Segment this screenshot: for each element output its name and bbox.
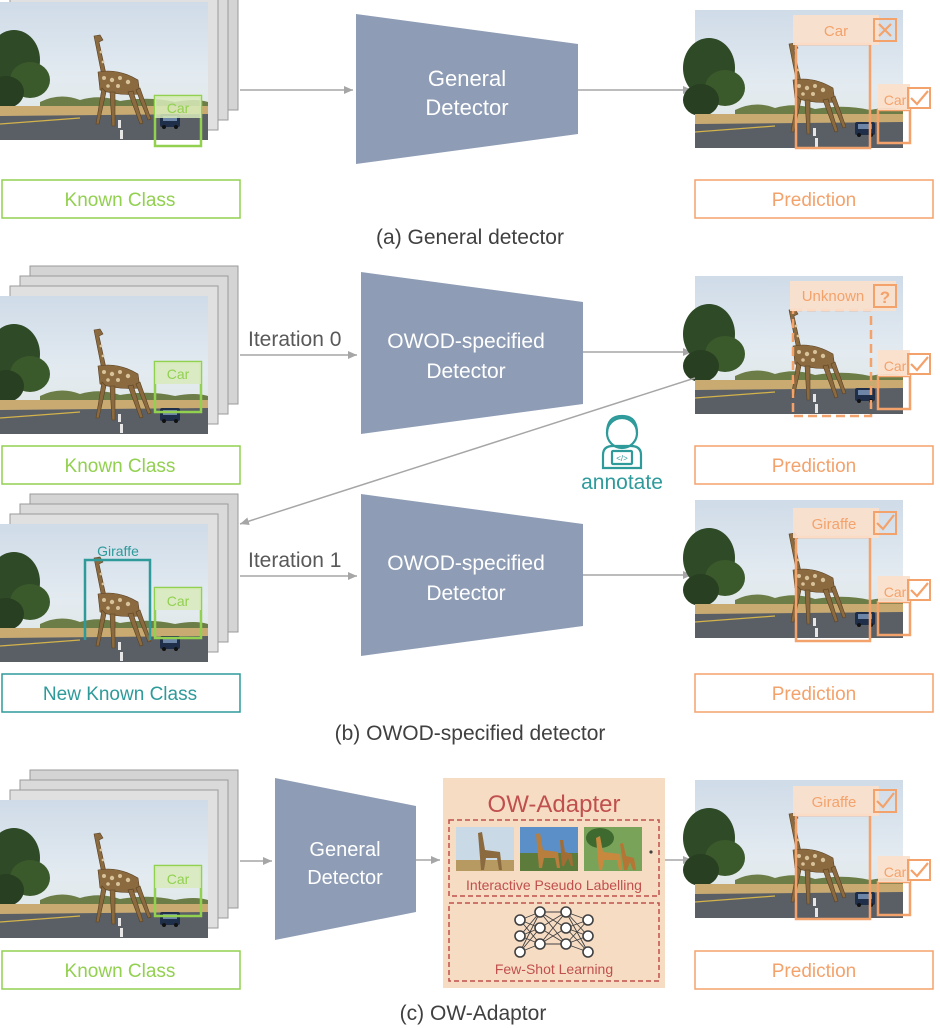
iteration-1-label: Iteration 1 (248, 549, 341, 572)
new-known-class-label: New Known Class (43, 684, 197, 705)
cross-icon (873, 18, 897, 42)
annotator-person-icon: </> (601, 414, 643, 470)
svg-text:</>: </> (616, 454, 628, 463)
pred1-box-label-1: Giraffe (812, 516, 857, 533)
input-image-stack-iter1 (0, 494, 238, 662)
detector-c-label-line2: Detector (307, 867, 383, 889)
prediction-box-c (694, 950, 934, 990)
check-icon (907, 87, 931, 109)
owod-detector-iter0 (361, 272, 583, 434)
pseudo-label-thumbnail-3 (584, 827, 642, 871)
caption-b: (b) OWOD-specified detector (335, 722, 606, 745)
annotation-feedback-arrow (239, 377, 696, 526)
prediction-box-iter0 (694, 445, 934, 485)
car-box-label-c: Car (167, 871, 190, 887)
panel-a: Car Known Class General Detector Car Car… (0, 0, 934, 249)
known-class-label: Known Class (65, 190, 176, 211)
owod-detector1-label-line1: OWOD-specified (387, 552, 545, 575)
input-image-stack-iter0 (0, 266, 238, 434)
pred-box-label-2: Car (884, 92, 907, 108)
detector-label-line2: Detector (425, 95, 508, 120)
owod-detector-label-line1: OWOD-specified (387, 330, 545, 353)
pred-box-label-1: Car (824, 23, 848, 40)
car-box-label-iter0: Car (167, 366, 190, 382)
car-box-label-iter1: Car (167, 593, 190, 609)
prediction-box (694, 179, 934, 219)
owod-detector1-label-line2: Detector (426, 582, 505, 605)
check-icon (907, 859, 931, 881)
pred0-box-label-1: Unknown (802, 288, 865, 305)
check-icon (873, 789, 897, 813)
prediction-label-iter1: Prediction (772, 684, 857, 705)
ow-adapter-panel (443, 778, 665, 988)
prediction-label-iter0: Prediction (772, 456, 857, 477)
svg-text:?: ? (880, 288, 890, 307)
pred0-box-label-2: Car (884, 358, 907, 374)
pseudo-labelling-box (448, 819, 660, 897)
known-class-label-c: Known Class (65, 961, 176, 982)
check-icon (907, 579, 931, 601)
known-class-box (1, 179, 241, 219)
ow-adapter-title: OW-Adapter (488, 791, 621, 818)
pseudo-label-thumbnail-1 (456, 827, 514, 871)
giraffe-new-known-box (83, 558, 152, 640)
prediction-label-c: Prediction (772, 961, 857, 982)
detector-c-label-line1: General (309, 839, 380, 861)
check-icon (907, 353, 931, 375)
unknown-pred-box (791, 308, 873, 418)
input-image-stack (0, 0, 238, 140)
neural-network-icon (514, 906, 594, 958)
iteration-0-label: Iteration 0 (248, 328, 341, 351)
panel-b: Car Known Class Iteration 0 OWOD-specifi… (0, 266, 934, 745)
caption-c: (c) OW-Adaptor (400, 1002, 547, 1025)
owod-detector-label-line2: Detector (426, 360, 505, 383)
new-known-class-box (1, 673, 241, 713)
car-box-label: Car (167, 100, 190, 116)
pseudo-labelling-label: Interactive Pseudo Labelling (466, 877, 642, 893)
giraffe-box-label: Giraffe (97, 543, 139, 559)
known-class-box-c (1, 950, 241, 990)
prediction-box-iter1 (694, 673, 934, 713)
owod-detector-iter1 (361, 494, 583, 656)
general-detector-c (275, 778, 416, 940)
known-class-box-iter0 (1, 445, 241, 485)
detector-label-line1: General (428, 66, 506, 91)
prediction-label: Prediction (772, 190, 857, 211)
panel-c: Car Known Class General Detector OW-Adap… (0, 770, 934, 1025)
few-shot-learning-label: Few-Shot Learning (495, 961, 613, 977)
pred-c-box-label-2: Car (884, 864, 907, 880)
input-image-stack-c (0, 770, 238, 938)
question-icon: ? (873, 284, 897, 308)
pseudo-label-thumbnail-2 (520, 827, 578, 871)
pred1-box-label-2: Car (884, 584, 907, 600)
general-detector (356, 14, 578, 164)
annotate-label: annotate (581, 471, 663, 494)
caption-a: (a) General detector (376, 226, 564, 249)
known-class-label-iter0: Known Class (65, 456, 176, 477)
check-icon (873, 511, 897, 535)
few-shot-learning-box (448, 902, 660, 982)
pred-c-box-label-1: Giraffe (812, 794, 857, 811)
